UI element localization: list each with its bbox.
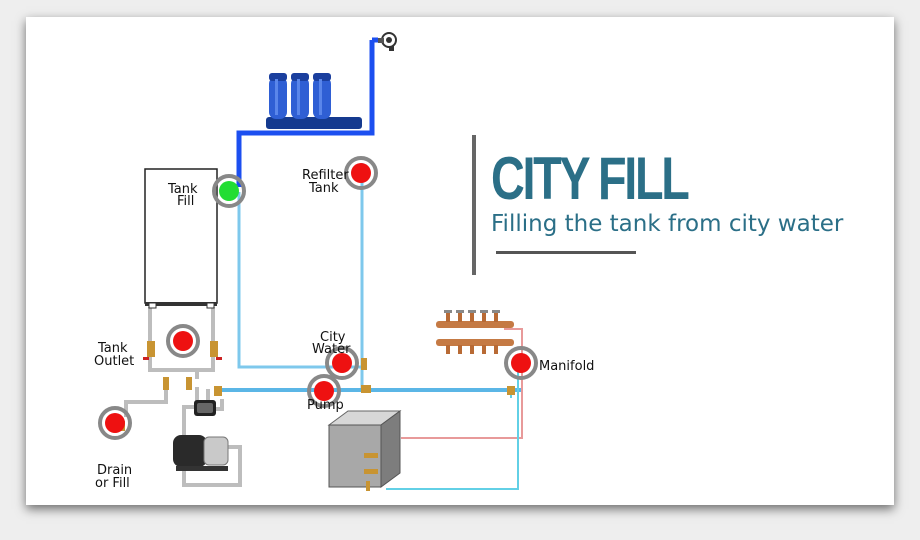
spigot-icon bbox=[378, 32, 397, 51]
label-manifold: Manifold bbox=[539, 359, 594, 374]
label-pump: Pump bbox=[307, 398, 344, 413]
tank-base bbox=[145, 302, 217, 306]
marker-tank-outlet[interactable] bbox=[166, 324, 200, 358]
storage-tank bbox=[144, 168, 218, 304]
title-divider-vertical bbox=[472, 135, 476, 275]
label-city-water-line1: City bbox=[320, 330, 346, 345]
marker-refilter-tank[interactable] bbox=[344, 156, 378, 190]
label-tank-outlet-line2: Outlet bbox=[94, 354, 134, 369]
marker-drain-or-fill[interactable] bbox=[98, 406, 132, 440]
label-tank-outlet-line1: Tank bbox=[97, 341, 128, 356]
water-heater bbox=[327, 410, 402, 491]
marker-pump[interactable] bbox=[307, 374, 341, 408]
label-city-water-line2: Water bbox=[312, 342, 351, 357]
marker-city-water[interactable] bbox=[325, 346, 359, 380]
marker-manifold[interactable] bbox=[504, 346, 538, 380]
label-refilter-line2: Tank bbox=[308, 181, 339, 196]
marker-tank-fill[interactable] bbox=[212, 174, 246, 208]
manifold-cold-line bbox=[386, 369, 519, 490]
copper-manifolds bbox=[436, 310, 514, 354]
slide: Tank Fill Refilter Tank City Water Pump … bbox=[26, 17, 894, 505]
filter-housings bbox=[266, 73, 362, 129]
label-refilter-line1: Refilter bbox=[302, 168, 349, 183]
label-drain-line2: or Fill bbox=[95, 476, 130, 491]
slide-subtitle: Filling the tank from city water bbox=[491, 211, 844, 237]
manifold-hot-line bbox=[401, 328, 523, 439]
label-tank-fill-line2: Fill bbox=[177, 194, 194, 209]
label-tank-fill-line1: Tank bbox=[167, 182, 198, 197]
plumbing-diagram: Tank Fill Refilter Tank City Water Pump … bbox=[94, 32, 594, 491]
title-underline bbox=[496, 251, 636, 254]
active-supply-pipe bbox=[236, 37, 378, 187]
label-drain-line1: Drain bbox=[97, 463, 132, 478]
slide-title: CITY FILL bbox=[491, 145, 690, 212]
pressure-pump bbox=[173, 400, 229, 471]
